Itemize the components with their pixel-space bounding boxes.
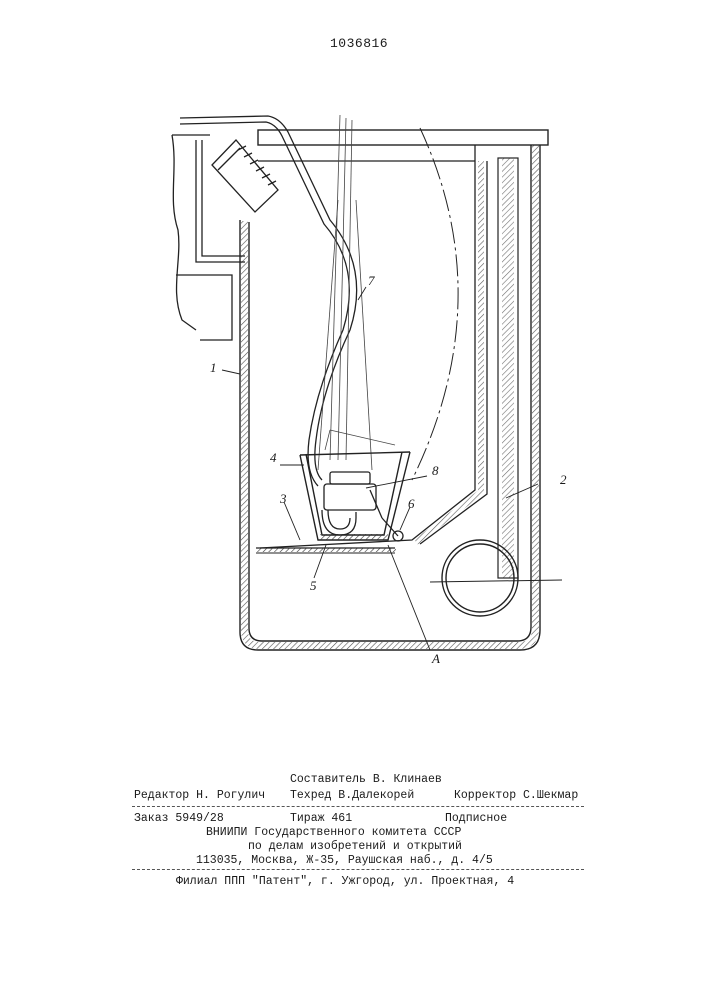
arc-chain-line [412,128,458,480]
branch: Филиал ППП "Патент", г. Ужгород, ул. Про… [176,875,514,889]
subscription: Подписное [445,812,507,826]
label-7: 7 [368,273,375,288]
label-6: 6 [408,496,415,511]
lamp-8 [322,472,382,535]
label-3: 3 [279,491,287,506]
circulation: Тираж 461 [290,812,352,826]
techred: Техред В.Далекорей [290,789,414,803]
label-A: A [431,651,440,666]
tray-3 [256,548,396,553]
top-rail [258,130,548,161]
org-line2: по делам изобретений и открытий [248,840,462,854]
housing-wall [240,145,540,650]
label-1: 1 [210,360,217,375]
label-4: 4 [270,450,277,465]
org-address: 113035, Москва, Ж-35, Раушская наб., д. … [196,854,493,868]
org-line1: ВНИИПИ Государственного комитета СССР [206,826,461,840]
corrector: Корректор С.Шекмар [454,789,578,803]
brush-holder [212,140,278,212]
order: Заказ 5949/28 [134,812,224,826]
divider-bottom [132,869,584,870]
label-5: 5 [310,578,317,593]
duct-2 [260,158,562,616]
divider-top [132,806,584,807]
leader-lines [222,287,538,650]
technical-drawing: 1 2 3 4 5 6 7 8 A [0,0,707,700]
label-2: 2 [560,472,567,487]
label-8: 8 [432,463,439,478]
left-structure [172,135,245,340]
editor: Редактор Н. Рогулич [134,789,265,803]
compiler: Составитель В. Клинаев [290,773,442,787]
